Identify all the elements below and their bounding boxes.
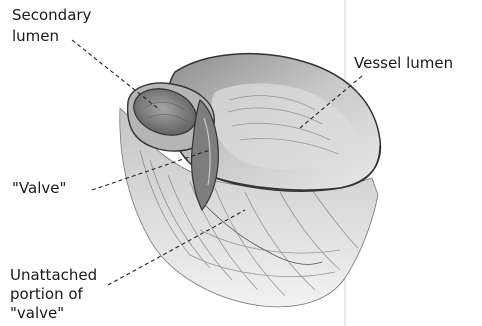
label-unattached-portion: Unattached portion of "valve" xyxy=(10,266,102,322)
label-secondary-lumen: Secondary lumen xyxy=(12,6,96,45)
label-valve: "Valve" xyxy=(12,179,66,197)
label-vessel-lumen: Vessel lumen xyxy=(354,54,453,72)
